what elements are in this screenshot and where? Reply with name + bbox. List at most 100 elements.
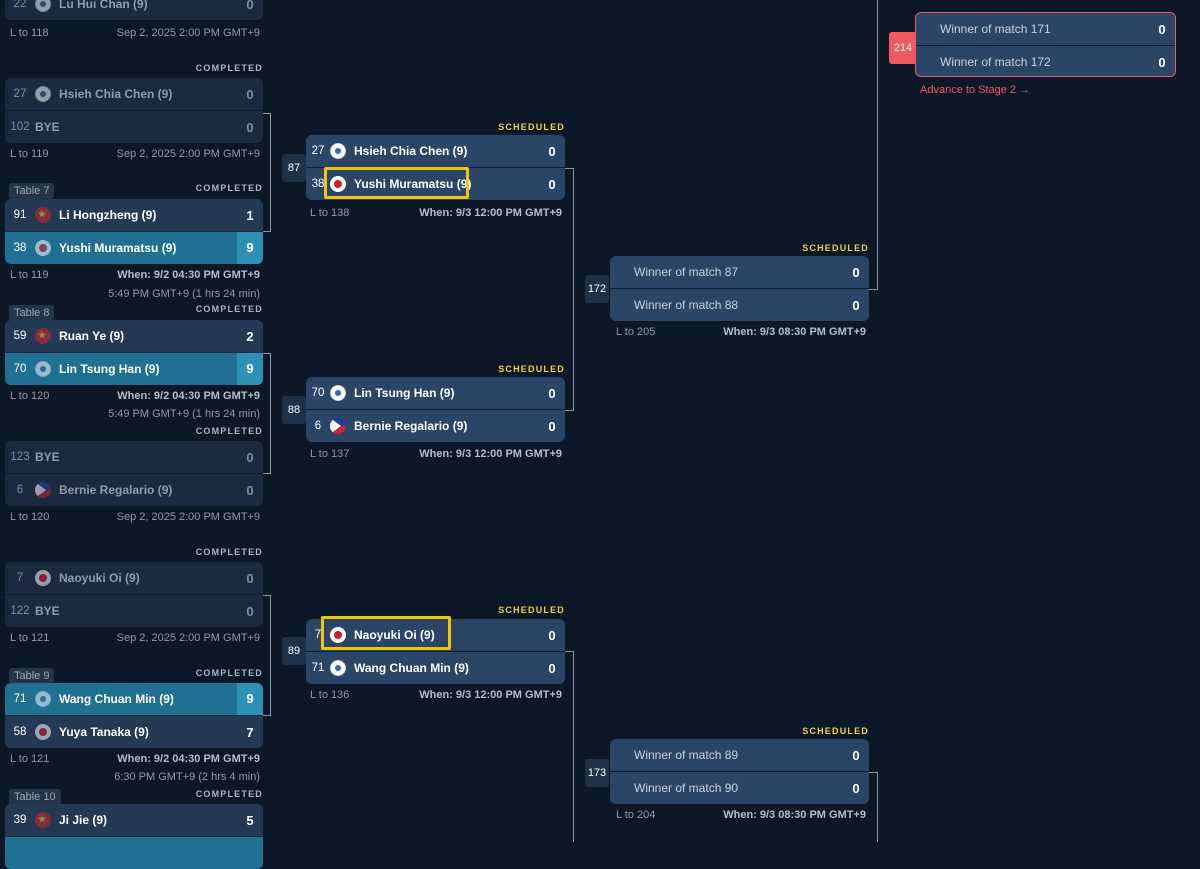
- connector-line: [263, 113, 271, 114]
- connector-line: [565, 651, 574, 652]
- match-card[interactable]: 71 Wang Chuan Min (9) 9 58 Yuya Tanaka (…: [5, 683, 263, 748]
- status-label: COMPLETED: [195, 547, 263, 557]
- player-row[interactable]: 122 BYE 0: [5, 594, 263, 627]
- match-card[interactable]: 91 Li Hongzheng (9) 1 38 Yushi Muramatsu…: [5, 199, 263, 264]
- player-name: Hsieh Chia Chen (9): [59, 87, 173, 101]
- status-label: SCHEDULED: [802, 243, 869, 253]
- player-row[interactable]: 6 Bernie Regalario (9) 0: [5, 473, 263, 506]
- loser-destination: L to 120: [10, 511, 50, 523]
- seed-number: 38: [13, 242, 27, 254]
- loser-destination: L to 205: [616, 326, 656, 338]
- connector-line: [573, 651, 574, 842]
- player-name: Lin Tsung Han (9): [59, 362, 160, 376]
- winner-row[interactable]: 70 Lin Tsung Han (9) 9: [5, 353, 263, 385]
- match-card[interactable]: Winner of match 87 0 Winner of match 88 …: [610, 256, 869, 321]
- match-card[interactable]: 123 BYE 0 6 Bernie Regalario (9) 0: [5, 441, 263, 506]
- player-row[interactable]: 71 Wang Chuan Min (9) 0: [306, 651, 565, 684]
- player-row[interactable]: 7 Naoyuki Oi (9) 0: [306, 619, 565, 651]
- player-name: Lu Hui Chan (9): [59, 0, 148, 11]
- match-time-text: When: 9/2 04:30 PM GMT+9: [117, 390, 260, 402]
- chinese-taipei-flag-icon: [330, 143, 346, 159]
- connector-line: [270, 353, 271, 473]
- seed-number: 59: [13, 330, 27, 342]
- player-row[interactable]: 91 Li Hongzheng (9) 1: [5, 199, 263, 231]
- player-name: Hsieh Chia Chen (9): [354, 144, 468, 158]
- seed-number: 102: [10, 121, 30, 133]
- loser-destination: L to 204: [616, 809, 656, 821]
- player-score: 0: [852, 747, 860, 763]
- match-duration: 5:49 PM GMT+9 (1 hrs 24 min): [108, 408, 260, 420]
- connector-line: [869, 772, 878, 773]
- match-card[interactable]: 7 Naoyuki Oi (9) 0 122 BYE 0: [5, 562, 263, 627]
- status-label: SCHEDULED: [498, 605, 565, 615]
- match-time: When: 9/3 12:00 PM GMT+9: [419, 207, 562, 219]
- player-name: Bernie Regalario (9): [59, 483, 173, 497]
- player-score: 9: [237, 683, 263, 715]
- winner-row[interactable]: 38 Yushi Muramatsu (9) 9: [5, 232, 263, 264]
- loser-destination: L to 121: [10, 753, 50, 765]
- status-label: COMPLETED: [195, 183, 263, 193]
- chinese-taipei-flag-icon: [35, 691, 51, 707]
- player-score: 0: [246, 482, 254, 498]
- match-number: 214: [889, 32, 917, 64]
- match-card[interactable]: 27 Hsieh Chia Chen (9) 0 38 Yushi Murama…: [306, 135, 565, 200]
- table-badge: Table 9: [9, 668, 55, 684]
- match-card[interactable]: Winner of match 89 0 Winner of match 90 …: [610, 739, 869, 804]
- player-row[interactable]: 59 Ruan Ye (9) 2: [5, 320, 263, 352]
- match-card[interactable]: 59 Ruan Ye (9) 2 70 Lin Tsung Han (9) 9: [5, 320, 263, 385]
- match-time: Sep 2, 2025 2:00 PM GMT+9: [116, 632, 260, 644]
- player-row[interactable]: Winner of match 90 0: [610, 771, 869, 804]
- player-name: Naoyuki Oi (9): [354, 628, 435, 642]
- player-row[interactable]: Winner of match 171 0: [916, 13, 1175, 45]
- player-row[interactable]: 38 Yushi Muramatsu (9) 0: [306, 167, 565, 200]
- match-card[interactable]: 22 Lu Hui Chan (9) 0: [5, 0, 263, 20]
- winner-row[interactable]: 71 Wang Chuan Min (9) 9: [5, 683, 263, 715]
- player-row[interactable]: 27 Hsieh Chia Chen (9) 0: [5, 78, 263, 110]
- advance-link[interactable]: Advance to Stage 2 →: [920, 84, 1031, 96]
- seed-number: 70: [311, 387, 325, 399]
- status-label: COMPLETED: [195, 426, 263, 436]
- player-score: 2: [246, 328, 254, 344]
- player-row[interactable]: 6 Bernie Regalario (9) 0: [306, 409, 565, 442]
- player-row[interactable]: Winner of match 172 0: [916, 45, 1175, 76]
- japan-flag-icon: [35, 570, 51, 586]
- match-card[interactable]: 27 Hsieh Chia Chen (9) 0 102 BYE 0: [5, 78, 263, 143]
- chinese-taipei-flag-icon: [330, 385, 346, 401]
- connector-line: [263, 353, 271, 354]
- connector-line: [263, 473, 271, 474]
- chinese-taipei-flag-icon: [35, 361, 51, 377]
- player-row[interactable]: Winner of match 87 0: [610, 256, 869, 288]
- player-score: 0: [246, 449, 254, 465]
- philippines-flag-icon: [35, 482, 51, 498]
- player-row[interactable]: 123 BYE 0: [5, 441, 263, 473]
- player-name: Yuya Tanaka (9): [59, 725, 149, 739]
- player-name: Naoyuki Oi (9): [59, 571, 140, 585]
- player-score: 9: [237, 353, 263, 385]
- match-card[interactable]: 7 Naoyuki Oi (9) 0 71 Wang Chuan Min (9)…: [306, 619, 565, 684]
- player-row[interactable]: Winner of match 89 0: [610, 739, 869, 771]
- player-row[interactable]: Winner of match 88 0: [610, 288, 869, 321]
- match-card[interactable]: Winner of match 171 0 Winner of match 17…: [915, 12, 1176, 77]
- player-row[interactable]: 70 Lin Tsung Han (9) 0: [306, 377, 565, 409]
- match-card[interactable]: 70 Lin Tsung Han (9) 0 6 Bernie Regalari…: [306, 377, 565, 442]
- player-score: 0: [548, 143, 556, 159]
- match-number: 87: [282, 154, 306, 182]
- match-time: Sep 2, 2025 2:00 PM GMT+9: [116, 27, 260, 39]
- china-flag-icon: [35, 812, 51, 828]
- player-row[interactable]: 7 Naoyuki Oi (9) 0: [5, 562, 263, 594]
- loser-destination: L to 137: [310, 448, 350, 460]
- player-row[interactable]: 58 Yuya Tanaka (9) 7: [5, 716, 263, 748]
- status-label: COMPLETED: [195, 304, 263, 314]
- connector-line: [263, 595, 271, 596]
- match-time-text: When: 9/3 12:00 PM GMT+9: [419, 689, 562, 701]
- match-card[interactable]: 39 Ji Jie (9) 5: [5, 804, 263, 869]
- status-label: SCHEDULED: [498, 364, 565, 374]
- player-row[interactable]: 102 BYE 0: [5, 110, 263, 143]
- player-row[interactable]: 27 Hsieh Chia Chen (9) 0: [306, 135, 565, 167]
- seed-number: 7: [16, 572, 24, 584]
- player-score: 0: [246, 0, 254, 12]
- player-row[interactable]: 39 Ji Jie (9) 5: [5, 804, 263, 836]
- player-score: 0: [852, 297, 860, 313]
- match-time: When: 9/3 12:00 PM GMT+9: [419, 448, 562, 460]
- player-row[interactable]: 22 Lu Hui Chan (9) 0: [5, 0, 263, 20]
